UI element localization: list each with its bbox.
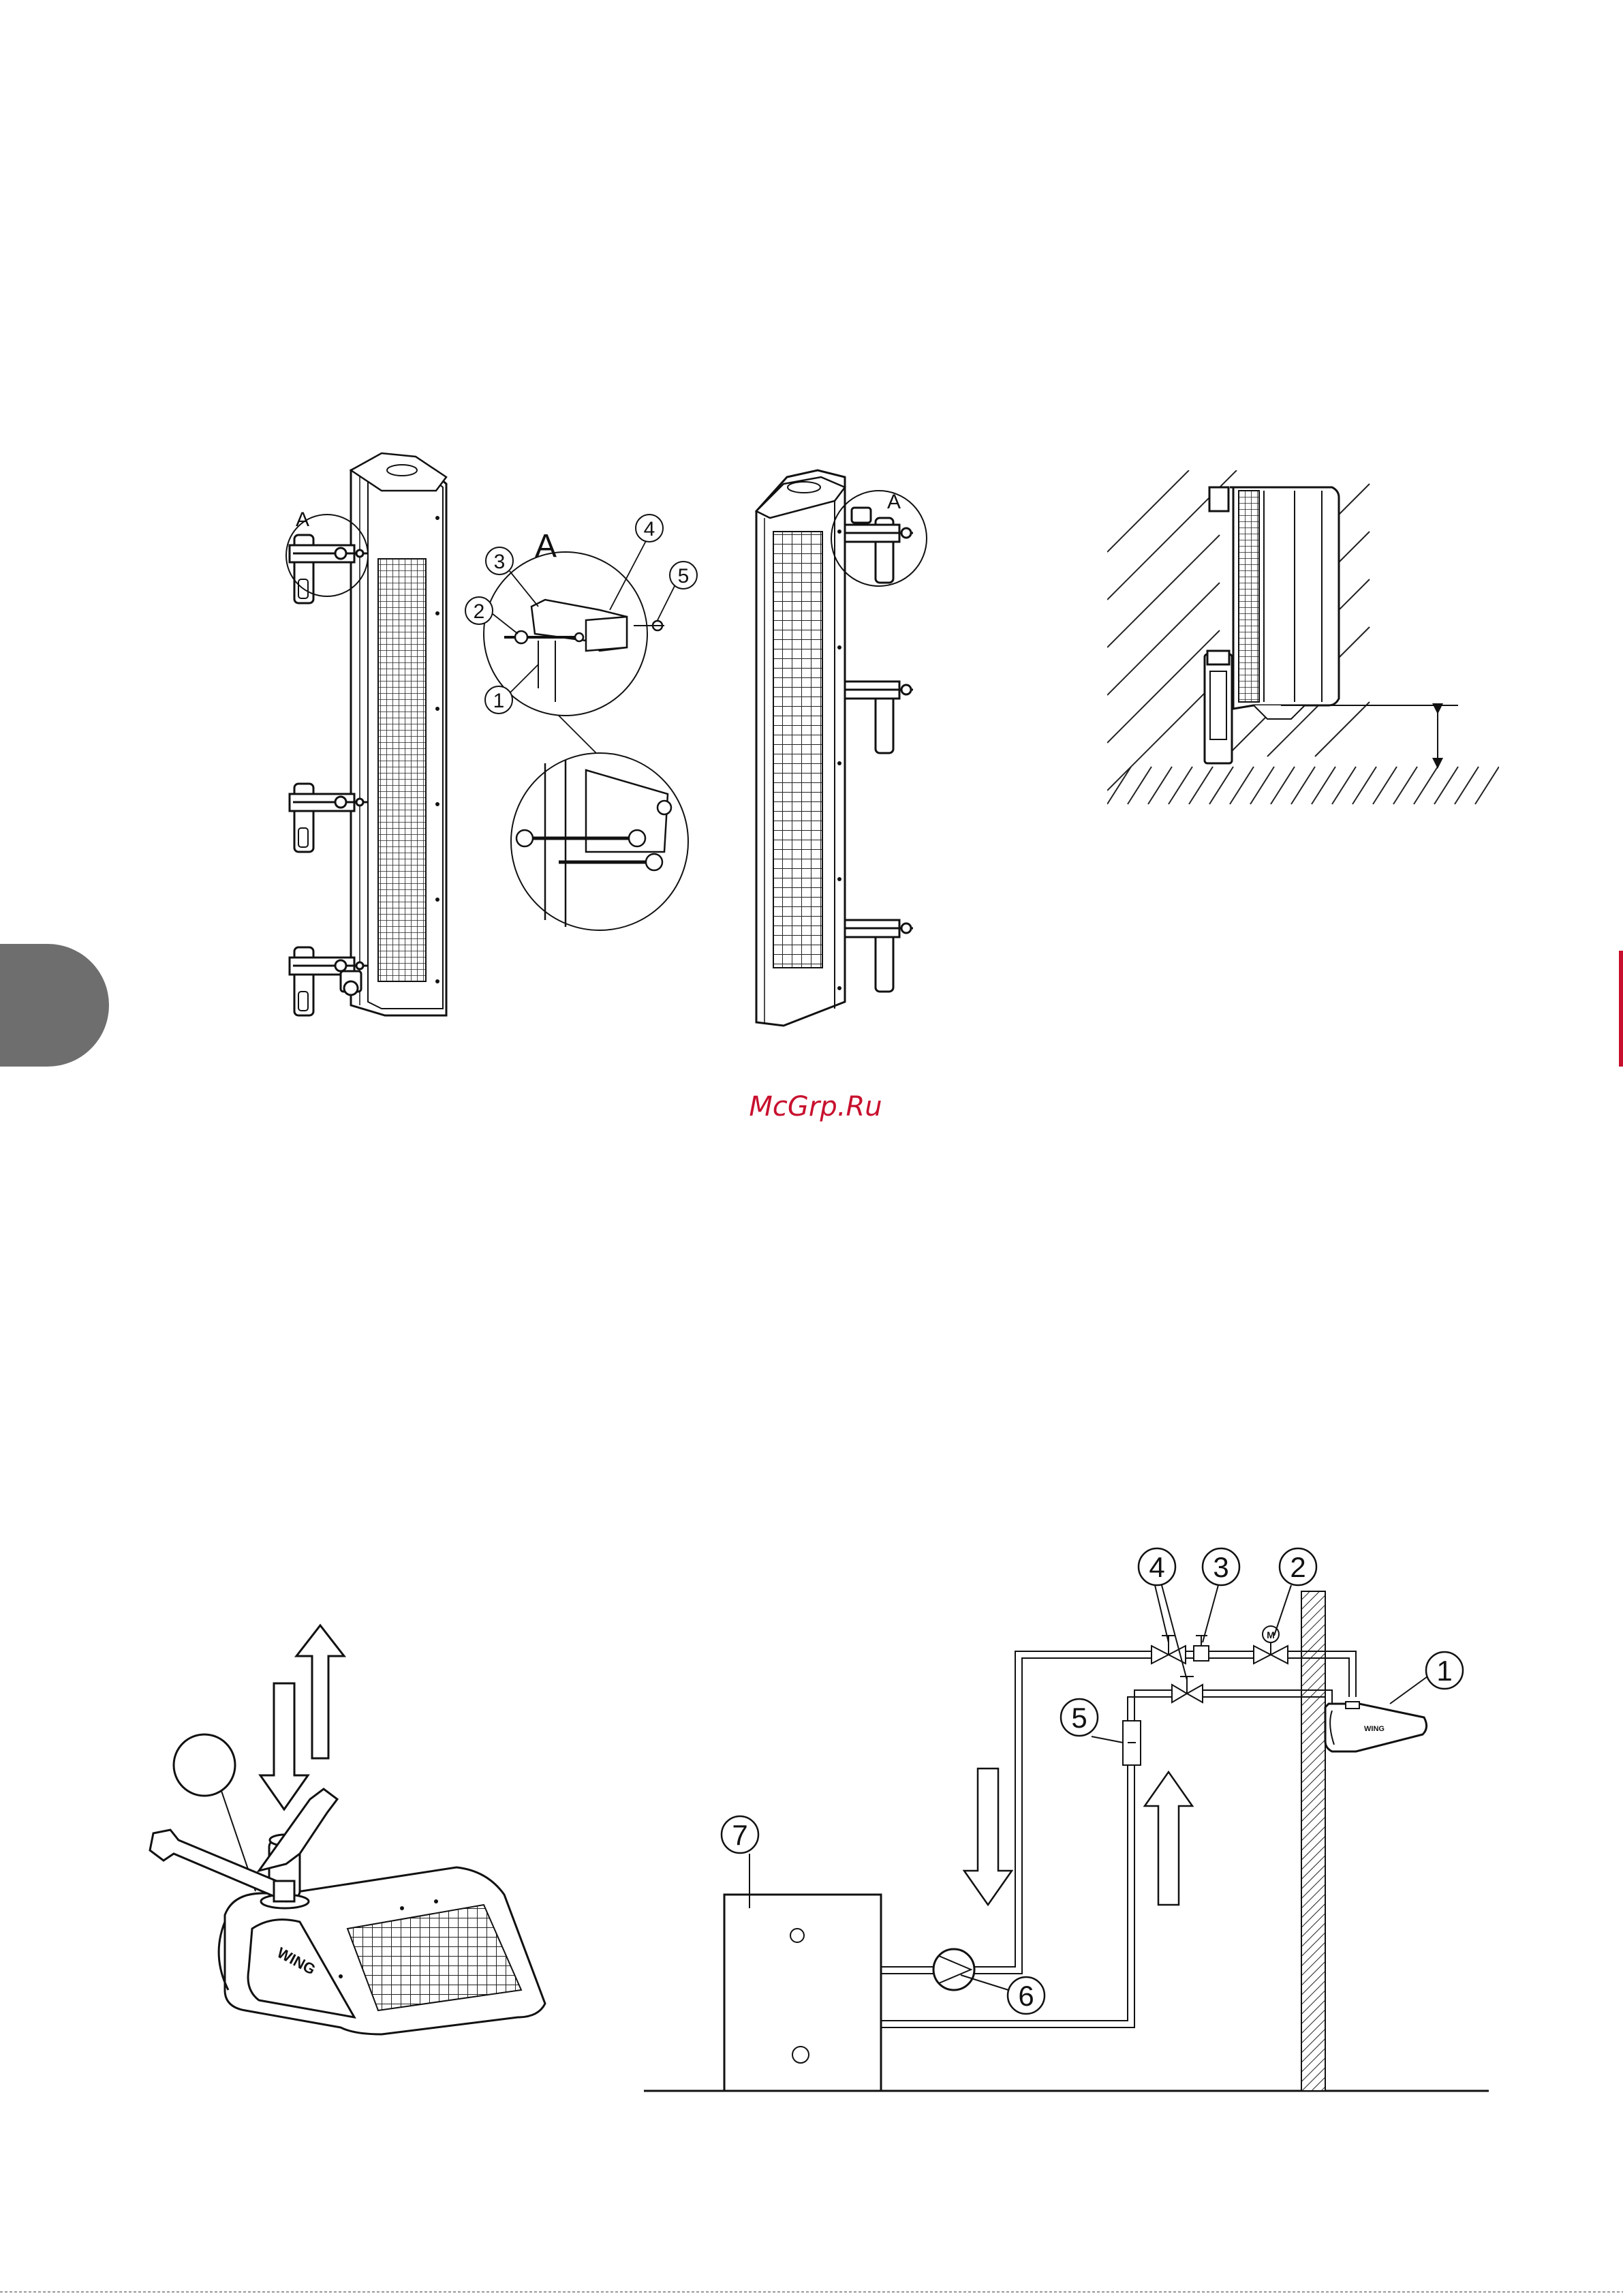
detail-letter: A xyxy=(887,491,901,513)
arrow-up-icon xyxy=(1145,1772,1192,1905)
pump-icon xyxy=(933,1949,974,1990)
callout-label: 2 xyxy=(1290,1551,1305,1583)
callout-label: 1 xyxy=(493,690,505,712)
detail-letter: A xyxy=(296,508,309,531)
figure-a-mounting xyxy=(286,453,688,1015)
filter-icon xyxy=(1194,1646,1209,1661)
callout-label: 5 xyxy=(678,565,690,587)
figure-b-mounted xyxy=(756,470,927,1026)
figure-c-wrench-connection xyxy=(150,1625,545,2034)
callout-label: 6 xyxy=(1018,1980,1034,2012)
wall xyxy=(1301,1591,1325,2091)
arrow-down-icon xyxy=(964,1769,1012,1905)
chapter-tab xyxy=(0,944,109,1067)
figure-d-wall-section xyxy=(1107,470,1499,804)
callout-label: 3 xyxy=(494,551,506,573)
callout-label: 2 xyxy=(474,600,485,623)
callout-label: 4 xyxy=(644,518,655,540)
detail-letter: A xyxy=(535,528,557,564)
actuator-mark: M xyxy=(1267,1629,1275,1640)
figure-e-hydraulic-schematic xyxy=(644,1548,1489,2091)
edge-mark xyxy=(1619,951,1623,1067)
boiler-tank xyxy=(724,1895,881,2091)
callout-label: 7 xyxy=(732,1819,747,1851)
callout-label: 1 xyxy=(1436,1655,1452,1687)
callout-label: 5 xyxy=(1071,1702,1087,1734)
callout-label: 3 xyxy=(1213,1551,1228,1583)
brand-logo: WING xyxy=(1364,1725,1385,1733)
watermark: McGrp.Ru xyxy=(749,1091,882,1122)
callout-label: 4 xyxy=(1149,1551,1164,1583)
arrow-down-icon xyxy=(260,1683,308,1809)
arrow-up-icon xyxy=(296,1625,344,1758)
